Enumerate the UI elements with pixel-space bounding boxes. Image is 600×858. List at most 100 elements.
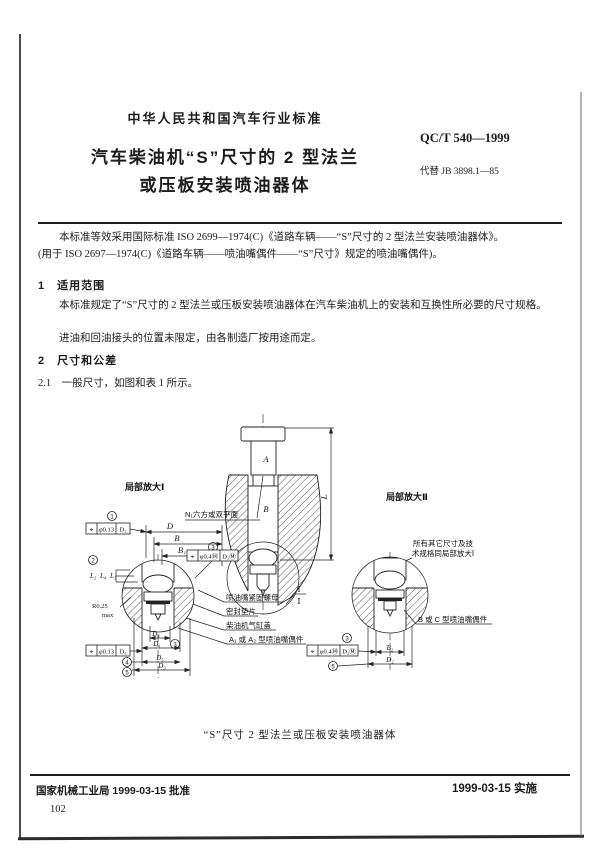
detail1-dim-d4: D₄ — [151, 630, 160, 638]
nozzle-tip — [260, 589, 266, 598]
section1-para1: 本标准规定了“S”尺寸的 2 型法兰或压板安装喷油器体在汽车柴油机上的安装和互换… — [59, 300, 547, 311]
balloon-3-right: 3 — [342, 633, 352, 643]
approval-note: 国家机械工业局 1999-03-15 批准 — [36, 785, 191, 797]
document-title-line2: 或压板安装喷油器体 — [139, 176, 311, 195]
technical-drawing: A B L N₁六方或双平面 Ⅰ Ⅰ 局部放大Ⅰ — [85, 414, 492, 678]
detail1-l-steps — [115, 569, 138, 583]
svg-text:⌖: ⌖ — [90, 649, 94, 656]
detail2-title: 局部放大Ⅱ — [386, 491, 428, 502]
section-leader — [285, 594, 295, 605]
main-view — [185, 414, 334, 615]
detail1-callout-nut: 喷油嘴紧固螺母 — [226, 592, 279, 602]
scan-edge-right — [580, 92, 582, 836]
detail1-circle — [121, 559, 195, 633]
svg-text:φ0.13: φ0.13 — [99, 527, 114, 534]
detail2-callout: B 或 C 型喷油嘴偶件 — [418, 614, 488, 624]
detail1-callout-leaders — [177, 589, 306, 645]
detail1-callout-head: 柴油机气缸盖 — [226, 620, 271, 630]
fcf-mid-leader — [194, 560, 213, 579]
fcf-right: ⌖ φ0.4Ⓜ D₂Ⓜ — [306, 644, 359, 657]
detail2-section — [352, 557, 428, 633]
detail1-title: 局部放大Ⅰ — [125, 481, 164, 492]
section1-para2: 进油和回油接头的位置未限定，由各制造厂按用途而定。 — [59, 333, 322, 344]
implementation-note: 1999-03-15 实施 — [452, 783, 538, 795]
svg-text:φ0.4Ⓜ: φ0.4Ⓜ — [200, 553, 219, 561]
balloon-4: 4 — [122, 657, 132, 667]
svg-text:3: 3 — [211, 545, 215, 551]
document-title-line1: 汽车柴油机“S”尺寸的 2 型法兰 — [90, 148, 360, 167]
detail1-dim-l2: L₂ — [89, 572, 97, 580]
svg-text:D₂Ⓜ: D₂Ⓜ — [342, 648, 356, 656]
dim-b-label: B — [263, 504, 268, 514]
detail1-dim-b: B — [174, 533, 179, 543]
detail1-view — [115, 525, 306, 678]
svg-text:⌖: ⌖ — [191, 554, 195, 561]
balloon-5-right: 5 — [328, 661, 338, 671]
detail1-radius: R0.25 — [92, 603, 108, 610]
svg-text:4: 4 — [125, 660, 129, 666]
detail1-dim-l4: L₄ — [99, 572, 107, 580]
dim-a-label: A — [262, 454, 269, 464]
detail2-callout-leader — [403, 609, 417, 625]
section1-heading: 1 适用范围 — [38, 280, 106, 292]
injector-body-lower — [247, 485, 279, 553]
nozzle-nut — [249, 564, 277, 575]
foreword-line2: (用于 ISO 2697—1974(C)《道路车辆——喷油嘴偶件——“S”尺寸》… — [38, 249, 443, 260]
detail2-note-line2: 术规格同局部放大Ⅰ — [412, 548, 474, 558]
injector-dome — [248, 548, 278, 568]
footer-rule — [30, 774, 570, 776]
detail2-dim-d2: D₂ — [385, 656, 394, 664]
detail1-dim-l3: L₃ — [109, 572, 117, 580]
header-rule — [38, 222, 562, 224]
svg-text:D₂: D₂ — [120, 527, 127, 534]
detail2-note-line1: 所有其它尺寸及技 — [413, 538, 473, 548]
dim-l-label: L — [319, 494, 329, 500]
section2-heading: 2 尺寸和公差 — [38, 355, 118, 367]
svg-text:Ⅰ: Ⅰ — [297, 585, 300, 594]
balloon-2: 2 — [88, 555, 98, 565]
detail2-view — [337, 552, 492, 670]
svg-text:3: 3 — [345, 636, 349, 642]
svg-text:φ0.4Ⓜ: φ0.4Ⓜ — [320, 648, 339, 656]
injector-cap — [240, 426, 286, 442]
svg-text:⌖: ⌖ — [311, 649, 315, 656]
injector-body-upper — [250, 440, 277, 476]
detail2-dim-b2: B₂ — [387, 644, 394, 652]
svg-text:D₂: D₂ — [120, 649, 127, 656]
fcf-mid: ⌖ φ0.4Ⓜ D₂Ⓜ — [186, 549, 239, 562]
standard-number: QC/T 540—1999 — [420, 131, 510, 145]
foreword-line1: 本标准等效采用国际标准 ISO 2699—1974(C)《道路车辆——“S”尺寸… — [59, 232, 505, 243]
balloon-1: 1 — [107, 511, 117, 521]
detail1-callout-gasket: 密封垫片 — [226, 606, 256, 616]
detail1-dim-d: D — [166, 521, 174, 531]
svg-text:1: 1 — [110, 514, 114, 520]
detail1-radius-max: max — [102, 612, 114, 619]
detail2-circle — [351, 556, 429, 634]
svg-text:5: 5 — [125, 670, 129, 676]
injector-hex-flats — [252, 474, 275, 487]
replaces-note: 代替 JB 3898.1—85 — [420, 167, 499, 177]
svg-text:φ0.13: φ0.13 — [99, 649, 114, 656]
detail1-callout-nozzle: A₁ 或 A₂ 型喷油嘴偶件 — [229, 634, 304, 644]
scan-edge-left — [19, 34, 21, 838]
svg-text:Ⅰ: Ⅰ — [297, 597, 300, 606]
cylinder-head-left — [224, 474, 249, 592]
detail1-section — [122, 560, 194, 632]
svg-text:3: 3 — [173, 642, 177, 648]
cylinder-head-right — [277, 474, 321, 606]
page-number: 102 — [50, 804, 66, 815]
hex-note-leader — [256, 475, 264, 519]
standard-org-header: 中华人民共和国汽车行业标准 — [127, 111, 323, 126]
dim-l-lines — [280, 427, 334, 561]
svg-text:⌖: ⌖ — [90, 527, 94, 534]
detail1-dim-d1: D₁ — [152, 640, 161, 648]
fcf-top: ⌖ φ0.13 D₂ — [85, 522, 131, 535]
fcf-bottom: ⌖ φ0.13 D₂ — [85, 644, 131, 657]
nozzle-body — [256, 573, 270, 591]
balloon-3b: 3 — [170, 639, 180, 649]
detail1-dim-d3: D₃ — [157, 662, 166, 670]
svg-text:2: 2 — [91, 558, 95, 564]
figure-caption: “S”尺寸 2 型法兰或压板安装喷油器体 — [203, 730, 397, 741]
balloon-5: 5 — [122, 667, 132, 677]
